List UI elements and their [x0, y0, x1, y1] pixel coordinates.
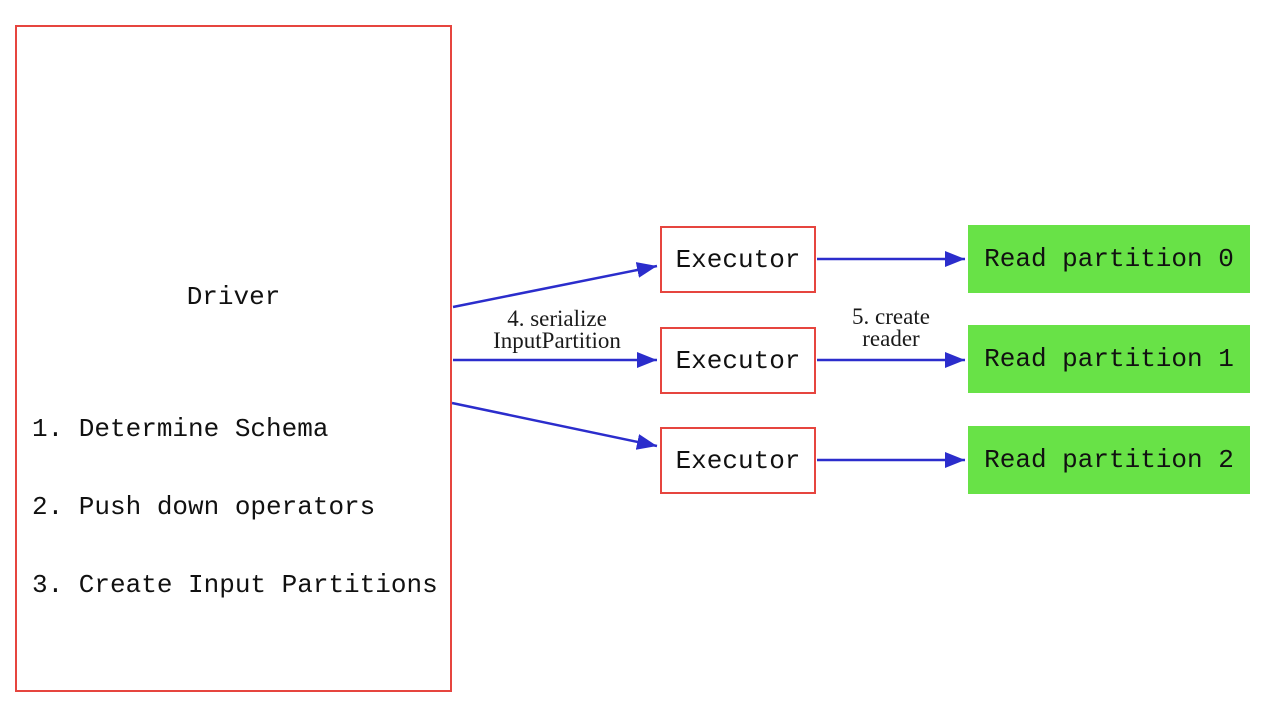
arrow-driver-to-executor-0: [452, 262, 658, 309]
read-partition-label: Read partition 0: [984, 244, 1234, 274]
driver-steps: 1. Determine Schema 2. Push down operato…: [32, 364, 438, 650]
read-partition-label: Read partition 2: [984, 445, 1234, 475]
driver-title: Driver: [186, 282, 281, 312]
executor-label: Executor: [675, 445, 801, 476]
edge-label-line: 5. create: [852, 304, 930, 329]
read-partition-label: Read partition 1: [984, 344, 1234, 374]
read-partition-node-1: Read partition 1: [968, 325, 1250, 393]
executor-node-0: Executor: [660, 226, 816, 293]
executor-node-2: Executor: [660, 427, 816, 494]
edge-label-serialize-inputpartition: 4. serialize InputPartition: [455, 306, 659, 353]
edge-label-create-reader: 5. create reader: [806, 304, 976, 351]
edge-label-line: reader: [862, 326, 920, 351]
driver-step-1: 1. Determine Schema: [32, 414, 329, 444]
executor-label: Executor: [675, 244, 801, 275]
driver-node: Driver 1. Determine Schema 2. Push down …: [15, 25, 452, 692]
executor-node-1: Executor: [660, 327, 816, 394]
executor-label: Executor: [675, 345, 801, 376]
driver-step-3: 3. Create Input Partitions: [32, 570, 438, 600]
read-partition-node-2: Read partition 2: [968, 426, 1250, 494]
arrow-driver-to-executor-2: [451, 401, 658, 450]
edge-label-line: 4. serialize: [507, 306, 607, 331]
read-partition-node-0: Read partition 0: [968, 225, 1250, 293]
driver-step-2: 2. Push down operators: [32, 492, 376, 522]
edge-label-line: InputPartition: [493, 328, 621, 353]
